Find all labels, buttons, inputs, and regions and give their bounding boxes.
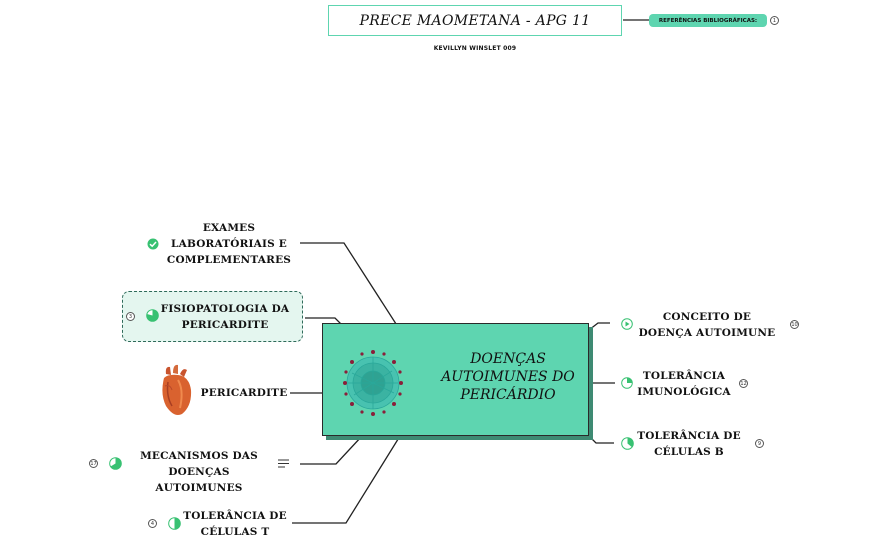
progress-icon [146,309,159,322]
topic-pericardite[interactable]: PERICARDITE [200,387,288,399]
references-count-badge[interactable]: 1 [770,16,779,25]
topic-count-badge[interactable]: 10 [790,320,799,329]
virus-illustration [343,350,403,416]
topic-count-badge[interactable]: 9 [755,439,764,448]
progress-icon [621,377,633,389]
references-topic[interactable]: REFERÊNCIAS BIBLIOGRÁFICAS: [649,14,767,27]
topic-fisiopatologia[interactable]: FISIOPATOLOGIA DA PERICARDITE [160,303,290,331]
check-icon [147,238,159,250]
heart-illustration [162,364,192,415]
central-topic-title: DOENÇAS AUTOIMUNES DO PERICÁRDIO [441,351,575,403]
topic-mecanismos[interactable]: MECANISMOS DAS DOENÇAS AUTOIMUNES [140,450,258,494]
progress-icon [168,517,181,530]
topic-count-badge[interactable]: 17 [89,459,98,468]
map-title[interactable]: PRECE MAOMETANA - APG 11 [328,5,622,36]
topic-celulas-b[interactable]: TOLERÂNCIA DE CÉLULAS B [637,430,741,458]
topic-tolerancia-imunologica[interactable]: TOLERÂNCIA IMUNOLÓGICA [637,370,731,398]
topic-count-badge[interactable]: 12 [739,379,748,388]
topic-celulas-t[interactable]: TOLERÂNCIA DE CÉLULAS T [183,510,287,538]
topic-exams[interactable]: EXAMES LABORATÓRIAIS E COMPLEMENTARES [166,222,292,266]
map-subtitle: KEVILLYN WINSLET 009 [433,45,517,52]
notes-icon[interactable] [278,459,289,468]
topic-count-badge[interactable]: 4 [148,519,157,528]
progress-icon [621,437,634,450]
topic-count-badge[interactable]: 3 [126,312,135,321]
play-icon [621,318,633,330]
topic-conceito[interactable]: CONCEITO DE DOENÇA AUTOIMUNE [638,311,776,339]
progress-icon [109,457,122,470]
